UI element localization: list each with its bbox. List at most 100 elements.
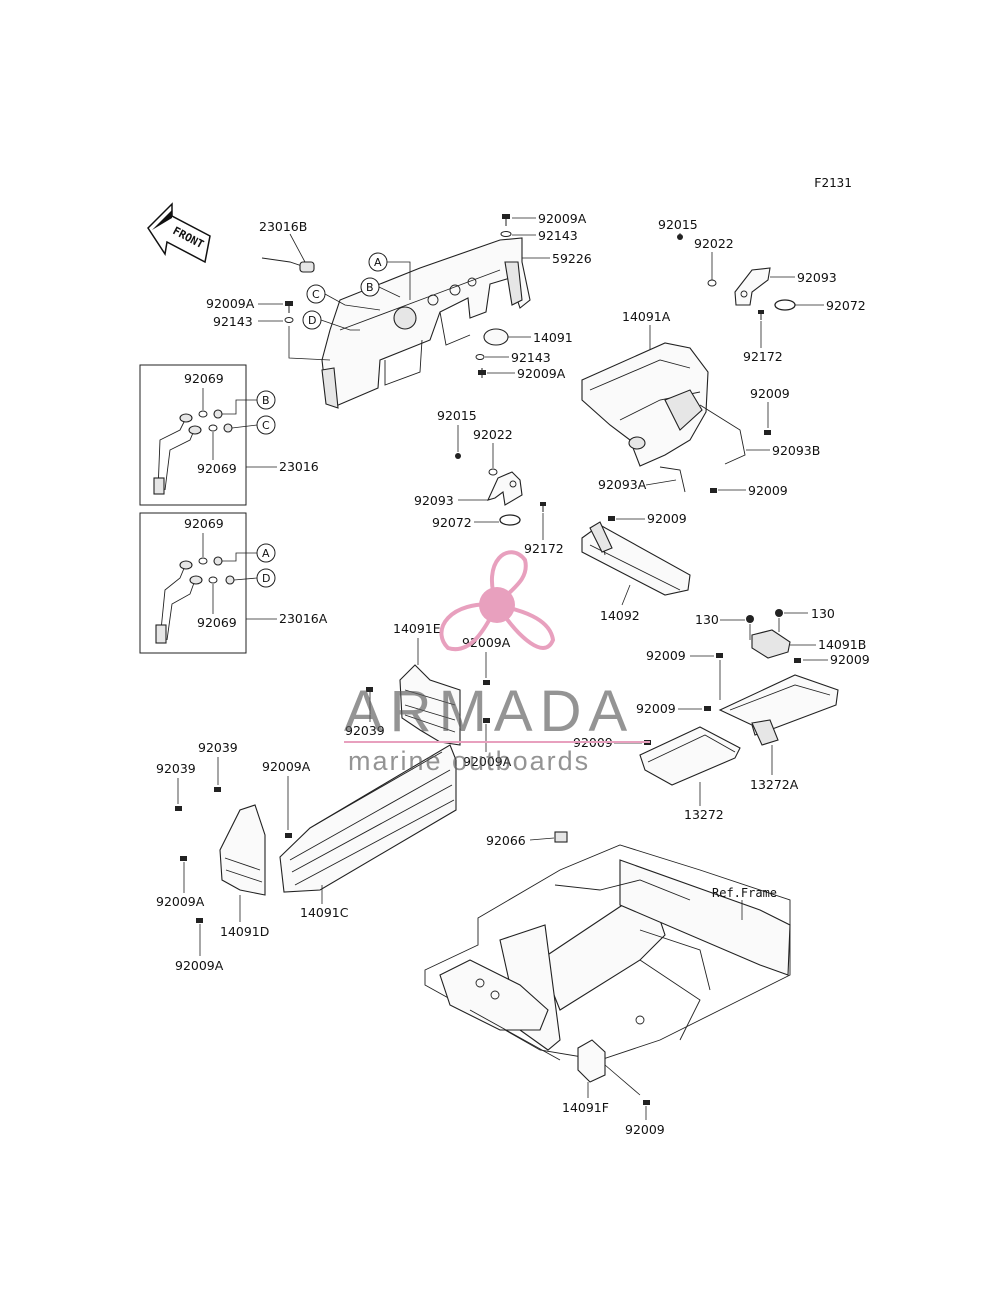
skid-plate-14091C	[279, 744, 457, 893]
part-label-23016A: 23016A	[279, 611, 328, 626]
clamp-icon	[499, 514, 521, 526]
bolt-icon	[455, 453, 461, 459]
part-label-92009A: 92009A	[463, 754, 512, 769]
bracket-92093-top	[734, 267, 771, 306]
cover-14091A	[581, 342, 709, 467]
svg-text:B: B	[262, 394, 270, 407]
washer-icon	[198, 557, 208, 565]
nut-icon	[746, 615, 754, 623]
part-label-92009: 92009	[625, 1122, 665, 1137]
callout-b-top: B	[360, 277, 380, 297]
nut-icon	[225, 575, 235, 585]
part-label-23016B: 23016B	[259, 219, 307, 234]
washer-icon	[707, 279, 717, 287]
part-label-92069: 92069	[184, 516, 224, 531]
bolt-icon	[366, 687, 373, 692]
part-label-92009A: 92009A	[206, 296, 255, 311]
part-label-92093: 92093	[414, 493, 454, 508]
callout-a-inset: A	[256, 543, 276, 563]
washer-icon	[475, 354, 485, 360]
washer-icon	[198, 410, 208, 418]
bolt-icon	[764, 430, 771, 435]
callout-d-inset: D	[256, 568, 276, 588]
washer-icon	[208, 424, 218, 432]
part-label-92172: 92172	[524, 541, 564, 556]
part-label-13272A: 13272A	[750, 777, 799, 792]
nut-icon	[213, 556, 223, 566]
washer-icon	[284, 317, 294, 323]
callout-b-inset: B	[256, 390, 276, 410]
bolt-icon	[643, 1100, 650, 1105]
part-label-92015: 92015	[658, 217, 698, 232]
part-label-92069: 92069	[197, 461, 237, 476]
bolt-icon	[677, 234, 683, 240]
part-label-92022: 92022	[694, 236, 734, 251]
harness-23016B	[261, 257, 315, 273]
harness-23016	[153, 413, 202, 495]
part-label-14091A: 14091A	[622, 309, 671, 324]
watermark-tagline: marine outboards	[348, 746, 590, 776]
part-label-92039: 92039	[156, 761, 196, 776]
part-label-92009: 92009	[750, 386, 790, 401]
nut-icon	[775, 609, 783, 617]
callout-a-top: A	[368, 252, 388, 272]
grommet-14091	[483, 328, 509, 346]
part-label-92066: 92066	[486, 833, 526, 848]
dash-panel-59226	[321, 237, 531, 409]
svg-text:A: A	[374, 256, 382, 269]
part-label-92172: 92172	[743, 349, 783, 364]
part-label-92015: 92015	[437, 408, 477, 423]
part-label-92093A: 92093A	[598, 477, 647, 492]
part-label-92009: 92009	[830, 652, 870, 667]
bolt-icon	[704, 706, 711, 711]
watermark-logo	[439, 550, 556, 652]
part-label-14092: 14092	[600, 608, 640, 623]
svg-text:C: C	[312, 288, 320, 301]
washer-icon	[488, 468, 498, 476]
callout-d-top: D	[302, 310, 322, 330]
part-label-92039: 92039	[345, 723, 385, 738]
bolt-icon	[710, 488, 717, 493]
callout-c-top: C	[306, 284, 326, 304]
svg-text:D: D	[262, 572, 270, 585]
bolt-icon	[285, 833, 292, 838]
part-label-92143: 92143	[213, 314, 253, 329]
bracket-14091F	[577, 1039, 606, 1083]
harness-23016A	[155, 560, 203, 644]
part-label-92009: 92009	[748, 483, 788, 498]
bolt-icon	[478, 368, 486, 378]
bolt-icon	[716, 653, 723, 658]
part-label-92009A: 92009A	[517, 366, 566, 381]
part-label-92072: 92072	[432, 515, 472, 530]
part-label-23016: 23016	[279, 459, 319, 474]
part-label-92069: 92069	[197, 615, 237, 630]
plate-13272	[639, 726, 741, 786]
rail-14092	[581, 521, 691, 596]
part-label-92009A: 92009A	[262, 759, 311, 774]
bolt-icon	[285, 301, 293, 313]
svg-text:D: D	[308, 314, 316, 327]
part-label-92069: 92069	[184, 371, 224, 386]
clamp-icon	[774, 299, 796, 311]
svg-text:B: B	[366, 281, 374, 294]
part-label-130: 130	[695, 612, 719, 627]
svg-text:C: C	[262, 419, 270, 432]
guard-14091E	[399, 664, 461, 746]
figure-code: F2131	[814, 175, 852, 190]
part-label-92009: 92009	[636, 701, 676, 716]
part-label-92143: 92143	[511, 350, 551, 365]
part-label-14091F: 14091F	[562, 1100, 609, 1115]
part-label-92009: 92009	[647, 511, 687, 526]
part-label-59226: 59226	[552, 251, 592, 266]
part-label-92009A: 92009A	[538, 211, 587, 226]
part-label-14091C: 14091C	[300, 905, 349, 920]
bolt-icon	[214, 787, 221, 792]
part-label-92039: 92039	[198, 740, 238, 755]
bolt-icon	[180, 856, 187, 861]
bolt-icon	[794, 658, 801, 663]
part-label-92143: 92143	[538, 228, 578, 243]
bolt-icon	[196, 918, 203, 923]
bracket-92093-mid	[487, 471, 523, 506]
bolt-icon	[540, 502, 546, 512]
